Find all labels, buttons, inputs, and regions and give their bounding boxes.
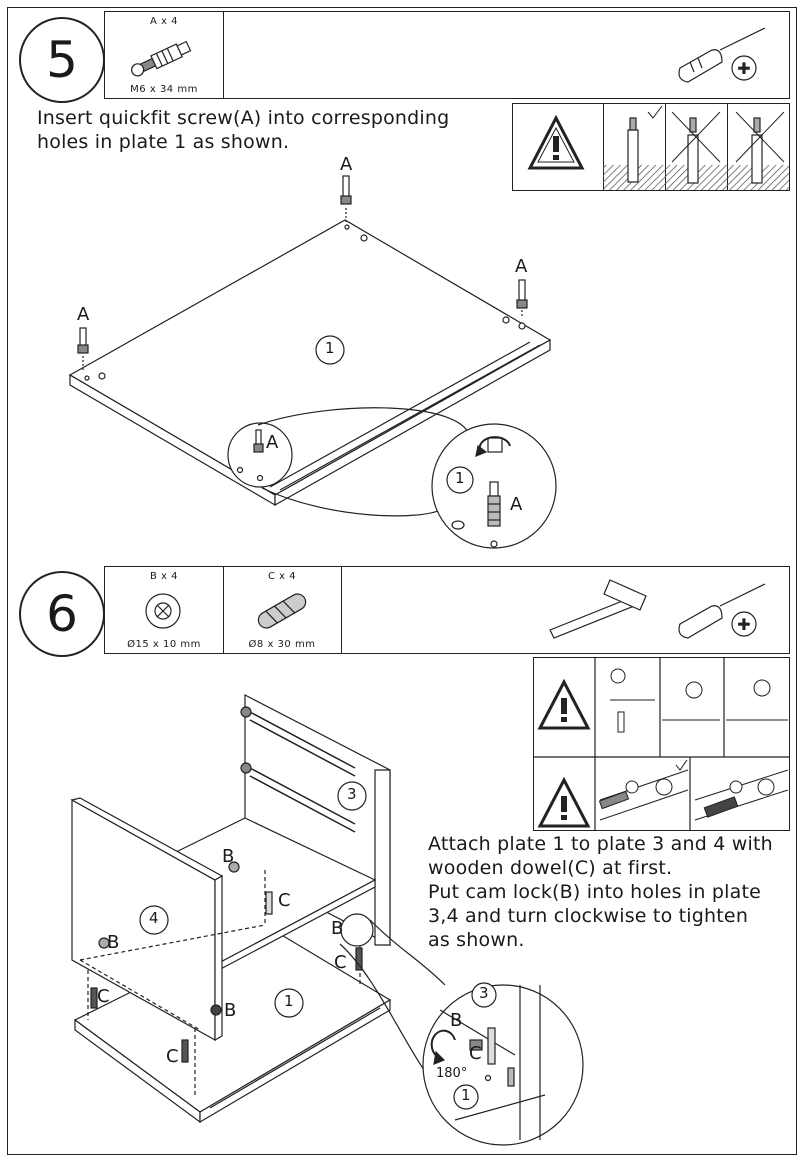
part-c-size: Ø8 x 30 mm <box>248 639 316 650</box>
plate-number-1: 1 <box>325 339 335 357</box>
screw-label-a: A <box>266 432 279 453</box>
check-icon <box>675 759 688 771</box>
dowel-label-c: C <box>166 1046 179 1067</box>
step-5-instruction: Insert quickfit screw(A) into correspond… <box>37 107 450 153</box>
plate-number-1: 1 <box>284 992 294 1010</box>
plate-number-4: 4 <box>149 909 159 927</box>
dowel-label-c: C <box>469 1043 482 1064</box>
step-6-number: 6 <box>19 571 105 657</box>
dowel-label-c: C <box>278 890 291 911</box>
part-a-size: M6 x 34 mm <box>130 84 198 95</box>
screw-label-a: A <box>510 494 523 515</box>
plate-number-3: 3 <box>479 984 489 1002</box>
cam-lock-label-b: B <box>450 1010 463 1031</box>
screw-label-a: A <box>515 256 528 277</box>
warning-icon <box>527 114 585 170</box>
plate-number-1: 1 <box>461 1086 471 1104</box>
step-6-parts-bar: B x 4 Ø15 x 10 mm C x 4 Ø8 x 30 mm <box>104 566 790 654</box>
svg-text:✚: ✚ <box>737 59 750 78</box>
step-6-instruction: Attach plate 1 to plate 3 and 4 with woo… <box>428 833 773 951</box>
check-icon <box>647 105 663 119</box>
step-5-parts-bar: A x 4 M6 x 34 mm <box>104 11 790 99</box>
cam-lock-label-b: B <box>331 918 344 939</box>
screw-label-a: A <box>77 304 90 325</box>
part-b-qty: B x 4 <box>150 571 178 582</box>
quickfit-screw-icon <box>131 40 192 77</box>
dowel-label-c: C <box>334 952 347 973</box>
cam-lock-label-b: B <box>224 1000 237 1021</box>
cam-lock-label-b: B <box>107 932 120 953</box>
dowel-label-c: C <box>97 986 110 1007</box>
warning-icon <box>537 678 591 828</box>
cam-lock-and-dowel-icons <box>145 593 307 629</box>
cross-icon <box>671 111 785 163</box>
step-5-number: 5 <box>19 17 105 103</box>
part-b-size: Ø15 x 10 mm <box>127 639 201 650</box>
part-a-qty: A x 4 <box>150 16 178 27</box>
part-c-qty: C x 4 <box>267 571 297 582</box>
screw-label-a: A <box>340 154 353 175</box>
rotation-label: 180° <box>436 1066 468 1081</box>
plate-number-3: 3 <box>347 785 357 803</box>
cam-lock-label-b: B <box>222 846 235 867</box>
page-frame <box>7 7 797 1155</box>
plate-number-1: 1 <box>455 469 465 487</box>
svg-text:✚: ✚ <box>737 615 750 634</box>
